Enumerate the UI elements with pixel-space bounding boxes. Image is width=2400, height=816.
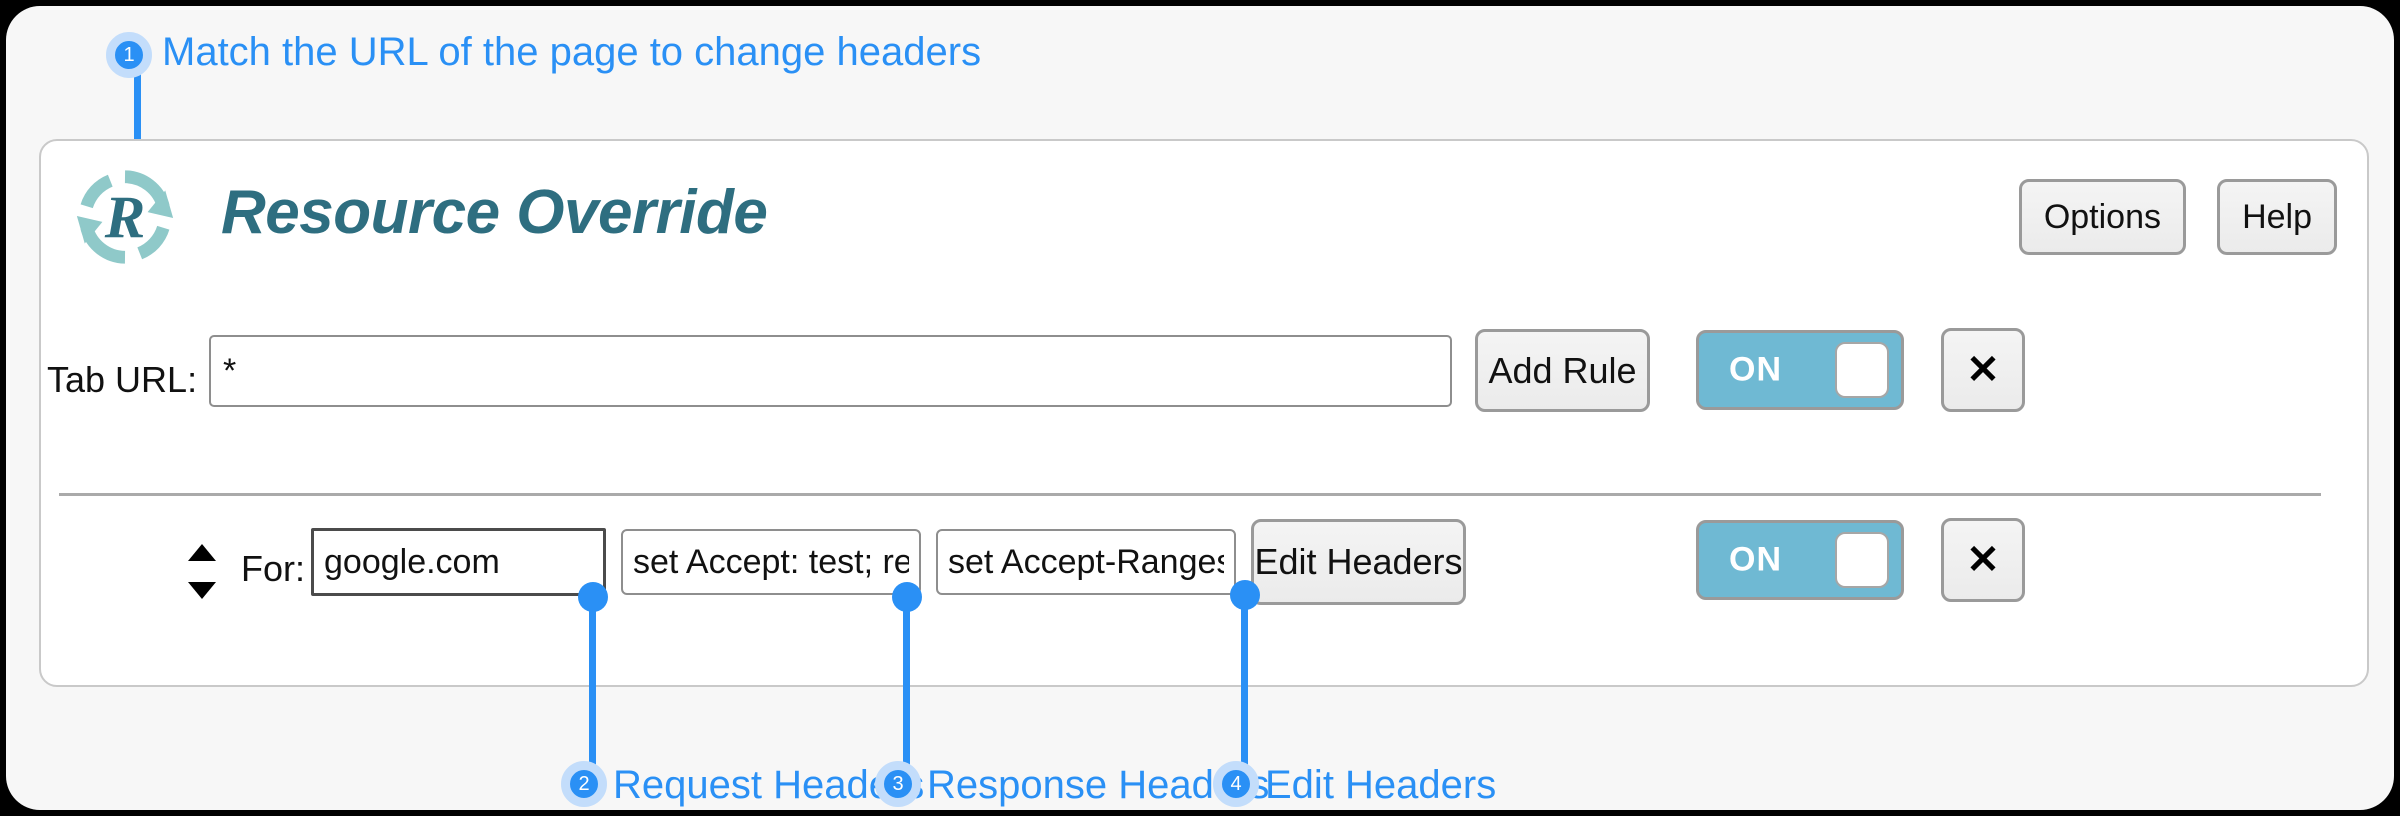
callout-2-number: 2 (578, 772, 590, 795)
tab-url-label: Tab URL: (47, 359, 198, 400)
callout-3-line (903, 596, 910, 776)
callout-4-text: Edit Headers (1265, 763, 1497, 807)
close-icon: ✕ (1966, 348, 2000, 392)
callout-1-marker: 1 (106, 32, 152, 78)
callout-1-text: Match the URL of the page to change head… (162, 30, 982, 74)
for-label: For: (241, 548, 306, 589)
outer-frame: 1 Match the URL of the page to change he… (6, 6, 2394, 810)
match-url-input[interactable] (311, 528, 606, 596)
add-rule-button[interactable]: Add Rule (1475, 329, 1650, 412)
tab-url-row: Tab URL: Add Rule ON ✕ (41, 301, 2367, 493)
edit-headers-button[interactable]: Edit Headers (1251, 519, 1466, 605)
tab-url-on-toggle[interactable]: ON (1696, 330, 1904, 410)
tab-url-toggle-label: ON (1729, 350, 1782, 389)
tab-url-toggle-knob (1835, 342, 1889, 398)
tab-url-close-button[interactable]: ✕ (1941, 328, 2025, 412)
callout-4-number: 4 (1230, 772, 1242, 795)
callout-4-line (1241, 594, 1248, 776)
sort-updown-icon[interactable] (181, 538, 223, 608)
callout-3-number: 3 (892, 772, 904, 795)
response-headers-input[interactable] (936, 529, 1236, 595)
callout-3-marker: 3 (875, 761, 921, 807)
callout-2-marker: 2 (561, 761, 607, 807)
callout-2-text: Request Headers (613, 763, 925, 807)
rule-toggle-label: ON (1729, 540, 1782, 579)
callout-4-marker: 4 (1213, 761, 1259, 807)
refresh-circle-r-logo-icon: R (71, 163, 179, 271)
page-title: Resource Override (221, 178, 768, 247)
callout-3-text: Response Headers (927, 763, 1270, 807)
rule-on-toggle[interactable]: ON (1696, 520, 1904, 600)
panel-header: R Resource Override Options Help (41, 141, 2367, 301)
triangle-down-icon (188, 582, 216, 599)
triangle-up-icon (188, 544, 216, 561)
svg-text:R: R (104, 185, 146, 252)
callout-1-number: 1 (123, 43, 135, 66)
tab-url-input[interactable] (209, 335, 1452, 407)
help-button[interactable]: Help (2217, 179, 2337, 255)
row-divider (59, 493, 2321, 496)
request-headers-input[interactable] (621, 529, 921, 595)
rule-row: For: Edit Headers ON ✕ (41, 496, 2367, 686)
options-button[interactable]: Options (2018, 179, 2186, 255)
close-icon: ✕ (1966, 538, 2000, 582)
callout-2-line (589, 596, 596, 776)
rule-toggle-knob (1835, 532, 1889, 588)
rule-close-button[interactable]: ✕ (1941, 518, 2025, 602)
extension-panel: R Resource Override Options Help Tab URL… (39, 139, 2369, 687)
